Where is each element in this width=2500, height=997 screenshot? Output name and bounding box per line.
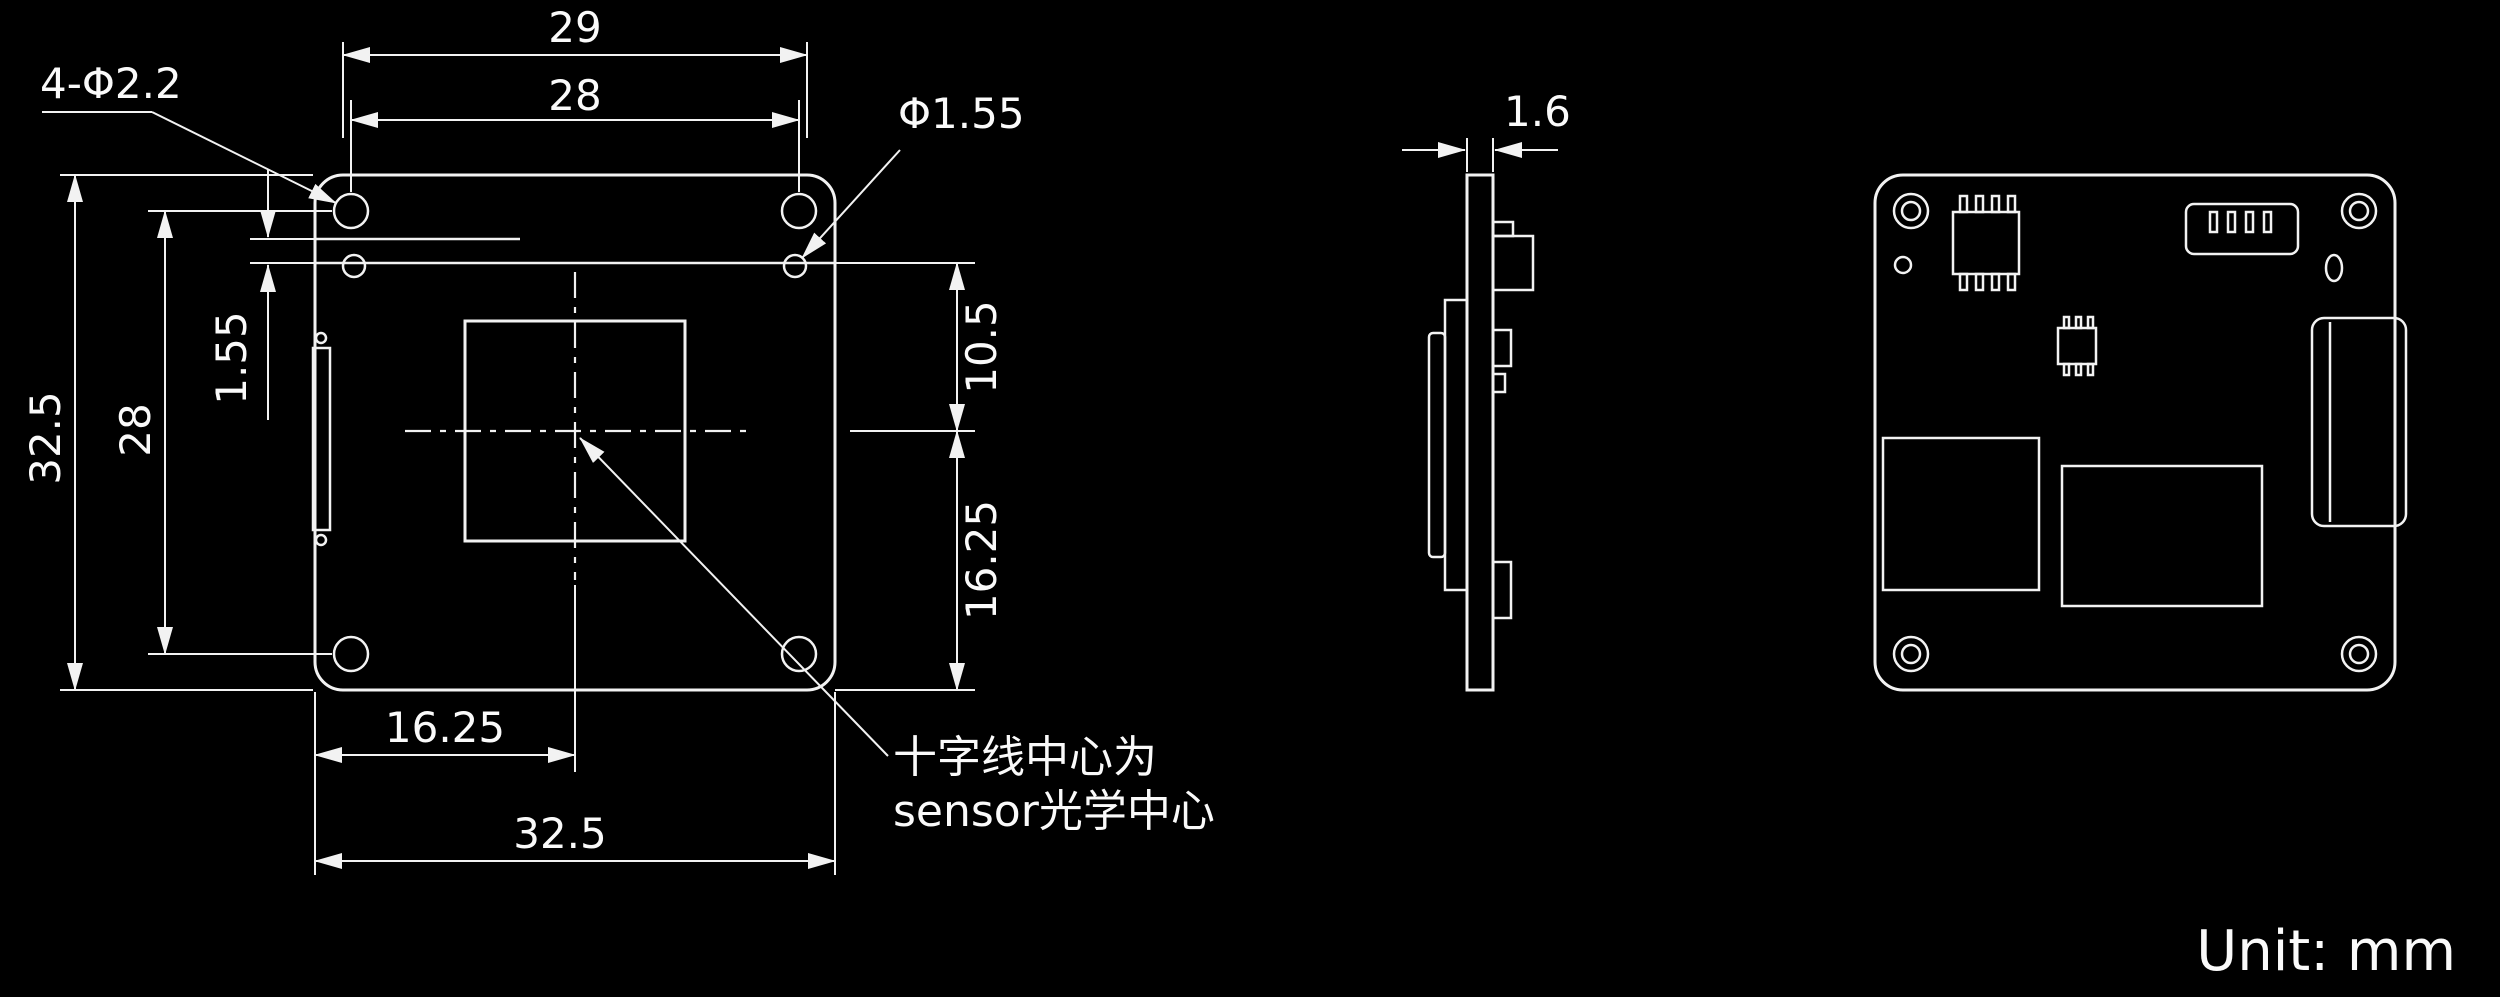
dim-top-outer-29: 29 — [342, 3, 808, 138]
ic-pin — [2086, 315, 2095, 330]
mounting-hole-top-left-inner — [1900, 200, 1922, 222]
connector-right-edge — [2310, 316, 2408, 528]
connector-mark-top — [314, 331, 328, 345]
dim-text-32-5-left: 32.5 — [21, 391, 70, 485]
mounting-hole-bottom-left — [1892, 635, 1930, 673]
dim-right-lower-16-25: 16.25 — [835, 430, 1006, 691]
alignment-hole-right — [782, 253, 808, 279]
ic-pin — [2006, 194, 2017, 214]
back-mounting-holes — [1892, 192, 2378, 673]
dim-left-outer-32-5: 32.5 — [21, 174, 313, 691]
connector-mark-bottom — [314, 533, 328, 547]
mounting-hole-bottom-left-inner — [1900, 643, 1922, 665]
mounting-hole-bottom-right — [2340, 635, 2378, 673]
connector-top-right — [2184, 202, 2300, 256]
label-corner-holes: 4-Φ2.2 — [40, 59, 182, 108]
connector-pin — [2262, 210, 2273, 234]
dim-text-16-25-right: 16.25 — [957, 500, 1006, 620]
leader-line — [151, 111, 337, 204]
ic-pin — [1958, 194, 1969, 214]
unit-label: Unit: mm — [2196, 919, 2456, 984]
ic-pin — [2062, 315, 2071, 330]
dim-text-1-55: 1.55 — [207, 311, 256, 405]
connector-profile — [1491, 234, 1535, 292]
mounting-hole-top-right — [780, 192, 818, 230]
connector-body — [2184, 202, 2300, 256]
component-tab-profile — [1491, 328, 1513, 368]
label-small-hole: Φ1.55 — [898, 89, 1025, 138]
dim-text-32-5-bottom: 32.5 — [513, 809, 607, 858]
alignment-hole-left — [1893, 255, 1913, 275]
side-board-outline — [1465, 173, 1495, 692]
dim-text-28-top: 28 — [548, 71, 601, 120]
lens-barrel-profile — [1427, 331, 1447, 559]
dim-right-upper-10-5: 10.5 — [835, 262, 1006, 432]
ic-pin — [2006, 272, 2017, 292]
ic-pin — [1990, 194, 2001, 214]
dim-text-28-left: 28 — [111, 403, 160, 456]
connector-pin — [2208, 210, 2219, 234]
mounting-hole-top-left — [332, 192, 370, 230]
ic-chip-small — [2056, 315, 2098, 377]
dim-bottom-outer-32-5: 32.5 — [314, 692, 836, 875]
dim-thickness-1-6: 1.6 — [1402, 87, 1571, 172]
connector-pin — [2244, 210, 2255, 234]
sensor-center-annotation: 十字线中心为 sensor光学中心 — [579, 437, 1215, 837]
component-footprint-center — [2060, 464, 2264, 608]
front-view: 29 28 4-Φ2.2 Φ1.55 32.5 — [21, 3, 1215, 875]
dim-text-29: 29 — [548, 3, 601, 52]
leader-line — [579, 437, 889, 757]
mounting-hole-top-left — [1892, 192, 1930, 230]
alignment-slot-right — [2324, 253, 2344, 283]
mounting-hole-bottom-left — [332, 635, 370, 673]
component-bottom-profile — [1491, 560, 1513, 620]
ic-chip-large — [1951, 194, 2021, 292]
ic-pin — [1958, 272, 1969, 292]
connector-body — [2310, 316, 2408, 528]
dim-top-inner-28: 28 — [350, 71, 800, 192]
back-view — [1873, 173, 2408, 692]
back-board-outline — [1873, 173, 2397, 692]
dim-text-1-6: 1.6 — [1504, 87, 1571, 136]
dim-left-small-1-55: 1.55 — [207, 170, 315, 420]
leader-line — [801, 149, 901, 259]
dim-text-16-25-bottom: 16.25 — [385, 703, 505, 752]
ic-pin — [1974, 272, 1985, 292]
ic-pin — [2074, 315, 2083, 330]
component-footprint-left — [1881, 436, 2041, 592]
connector-pin — [2226, 210, 2237, 234]
ic-pin — [1974, 194, 1985, 214]
dim-text-10-5: 10.5 — [957, 300, 1006, 394]
side-view: 1.6 — [1402, 87, 1571, 692]
annotation-line-2: sensor光学中心 — [893, 786, 1215, 837]
ic-pin — [2086, 362, 2095, 377]
connector-step-profile — [1491, 220, 1515, 238]
ic-pin — [2074, 362, 2083, 377]
ic-pin — [1990, 272, 2001, 292]
alignment-hole-left — [341, 253, 367, 279]
fpc-connector-outline — [311, 346, 332, 532]
mounting-hole-bottom-right-inner — [2348, 643, 2370, 665]
mounting-hole-top-right — [2340, 192, 2378, 230]
callout-corner-holes: 4-Φ2.2 — [40, 59, 337, 204]
annotation-line-1: 十字线中心为 — [893, 732, 1157, 783]
ic-pin — [2062, 362, 2071, 377]
mounting-hole-top-right-inner — [2348, 200, 2370, 222]
lens-holder-profile — [1443, 298, 1469, 592]
mounting-hole-bottom-right — [780, 635, 818, 673]
component-tab-small-profile — [1491, 372, 1507, 394]
dim-left-inner-28: 28 — [111, 210, 332, 655]
dim-bottom-inner-16-25: 16.25 — [314, 585, 576, 875]
callout-small-hole: Φ1.55 — [801, 89, 1025, 259]
ic-body — [1951, 210, 2021, 276]
ic-body — [2056, 326, 2098, 366]
